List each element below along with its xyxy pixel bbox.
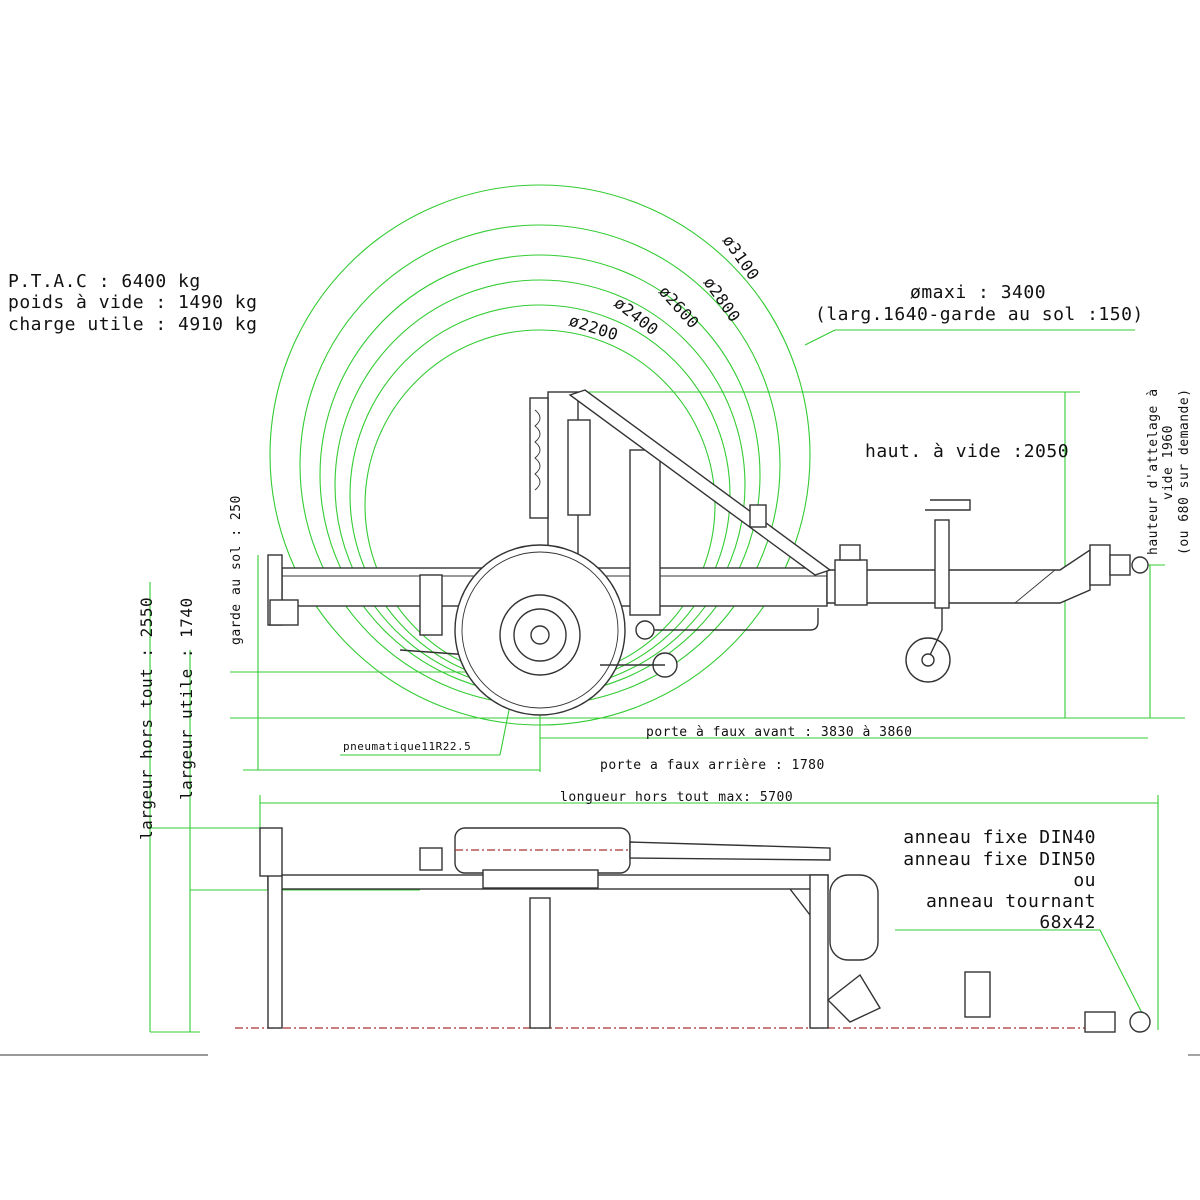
top-axle-block xyxy=(482,869,599,889)
top-frame-right xyxy=(809,874,829,1029)
spec-block: P.T.A.C : 6400 kg poids à vide : 1490 kg… xyxy=(8,271,257,335)
top-control-box xyxy=(964,971,991,1018)
label-largeur-hors-tout: largeur hors tout : 2550 xyxy=(137,597,156,840)
top-coupling-ring xyxy=(1129,1011,1151,1033)
label-d2200: ø2200 xyxy=(567,311,621,345)
top-frame-left xyxy=(267,874,283,1029)
label-porte-arriere: porte a faux arrière : 1780 xyxy=(600,758,825,773)
maxi-leader-line xyxy=(804,329,836,346)
label-d2600: ø2600 xyxy=(655,282,703,332)
coupling-leader-d xyxy=(1099,929,1144,1016)
main-wheel-nut xyxy=(530,625,550,645)
drawbar-taper xyxy=(1014,569,1056,604)
dimension-labels: haut. à vide :2050 garde au sol : 250 la… xyxy=(137,388,1192,840)
mast-spring xyxy=(534,409,541,491)
mast-bracket xyxy=(529,397,549,519)
top-arm xyxy=(629,841,831,861)
rear-light xyxy=(269,599,299,626)
label-largeur-utile: largeur utile : 1740 xyxy=(177,597,196,800)
label-attelage-3: (ou 680 sur demande) xyxy=(1177,388,1192,555)
label-porte-avant: porte à faux avant : 3830 à 3860 xyxy=(646,725,912,740)
coupling-line-4: anneau tournant xyxy=(926,891,1096,912)
hitch-ring xyxy=(1131,556,1149,574)
label-maxi-detail: (larg.1640-garde au sol :150) xyxy=(815,304,1144,325)
coupling-labels: anneau fixe DIN40 anneau fixe DIN50 ou a… xyxy=(903,827,1096,933)
top-tank xyxy=(829,874,879,961)
jack-fork xyxy=(929,629,943,656)
coupling-line-5: 68x42 xyxy=(1039,912,1096,933)
label-d2800: ø2800 xyxy=(700,273,745,325)
label-attelage-2: vide 1960 xyxy=(1161,425,1176,500)
frame-brace xyxy=(789,888,811,916)
top-bracket xyxy=(419,847,443,871)
label-attelage-1: hauteur d'attelage à xyxy=(1146,388,1161,555)
top-view-trailer xyxy=(235,827,1151,1033)
arm-clamp xyxy=(749,504,767,528)
label-garde-sol: garde au sol : 250 xyxy=(229,495,244,645)
label-d3100: ø3100 xyxy=(719,231,764,283)
coupling-line-2: anneau fixe DIN50 xyxy=(903,849,1096,870)
hitch-head xyxy=(1089,544,1111,586)
drawbar xyxy=(826,548,1091,604)
top-coupling xyxy=(1084,1011,1116,1033)
coupling-line-1: anneau fixe DIN40 xyxy=(903,827,1096,848)
top-hitch-plate xyxy=(826,973,882,1023)
dimension-lines xyxy=(149,391,1185,1033)
spec-poids-vide: poids à vide : 1490 kg xyxy=(8,292,257,313)
jack-column xyxy=(934,519,950,609)
label-maxi: ømaxi : 3400 xyxy=(910,282,1046,303)
side-view-trailer xyxy=(267,389,1149,716)
top-axle xyxy=(529,897,551,1029)
label-haut-vide: haut. à vide :2050 xyxy=(865,441,1069,462)
control-box xyxy=(834,559,868,606)
diameter-labels: ø2200 ø2400 ø2600 ø2800 ø3100 ømaxi : 34… xyxy=(567,231,1144,344)
mast-right xyxy=(629,449,661,616)
top-rear-light xyxy=(259,827,283,877)
coupling-line-3: ou xyxy=(1073,870,1096,891)
hydraulic-cylinder xyxy=(567,419,591,516)
spec-charge-utile: charge utile : 4910 kg xyxy=(8,314,257,335)
pipe-reel xyxy=(635,620,655,640)
label-pneumatique: pneumatique11R22.5 xyxy=(343,740,471,753)
hitch-body xyxy=(1109,554,1131,576)
diagonal-arm xyxy=(568,389,832,576)
hydraulic-pipe xyxy=(640,608,819,631)
main-wheel-tread xyxy=(461,551,619,709)
jack-wheel-hub xyxy=(921,653,935,667)
spec-ptac: P.T.A.C : 6400 kg xyxy=(8,271,201,292)
rear-mechanism xyxy=(419,574,443,636)
label-longueur: longueur hors tout max: 5700 xyxy=(560,790,793,805)
jack-handle xyxy=(925,499,971,511)
control-valve xyxy=(839,544,861,561)
